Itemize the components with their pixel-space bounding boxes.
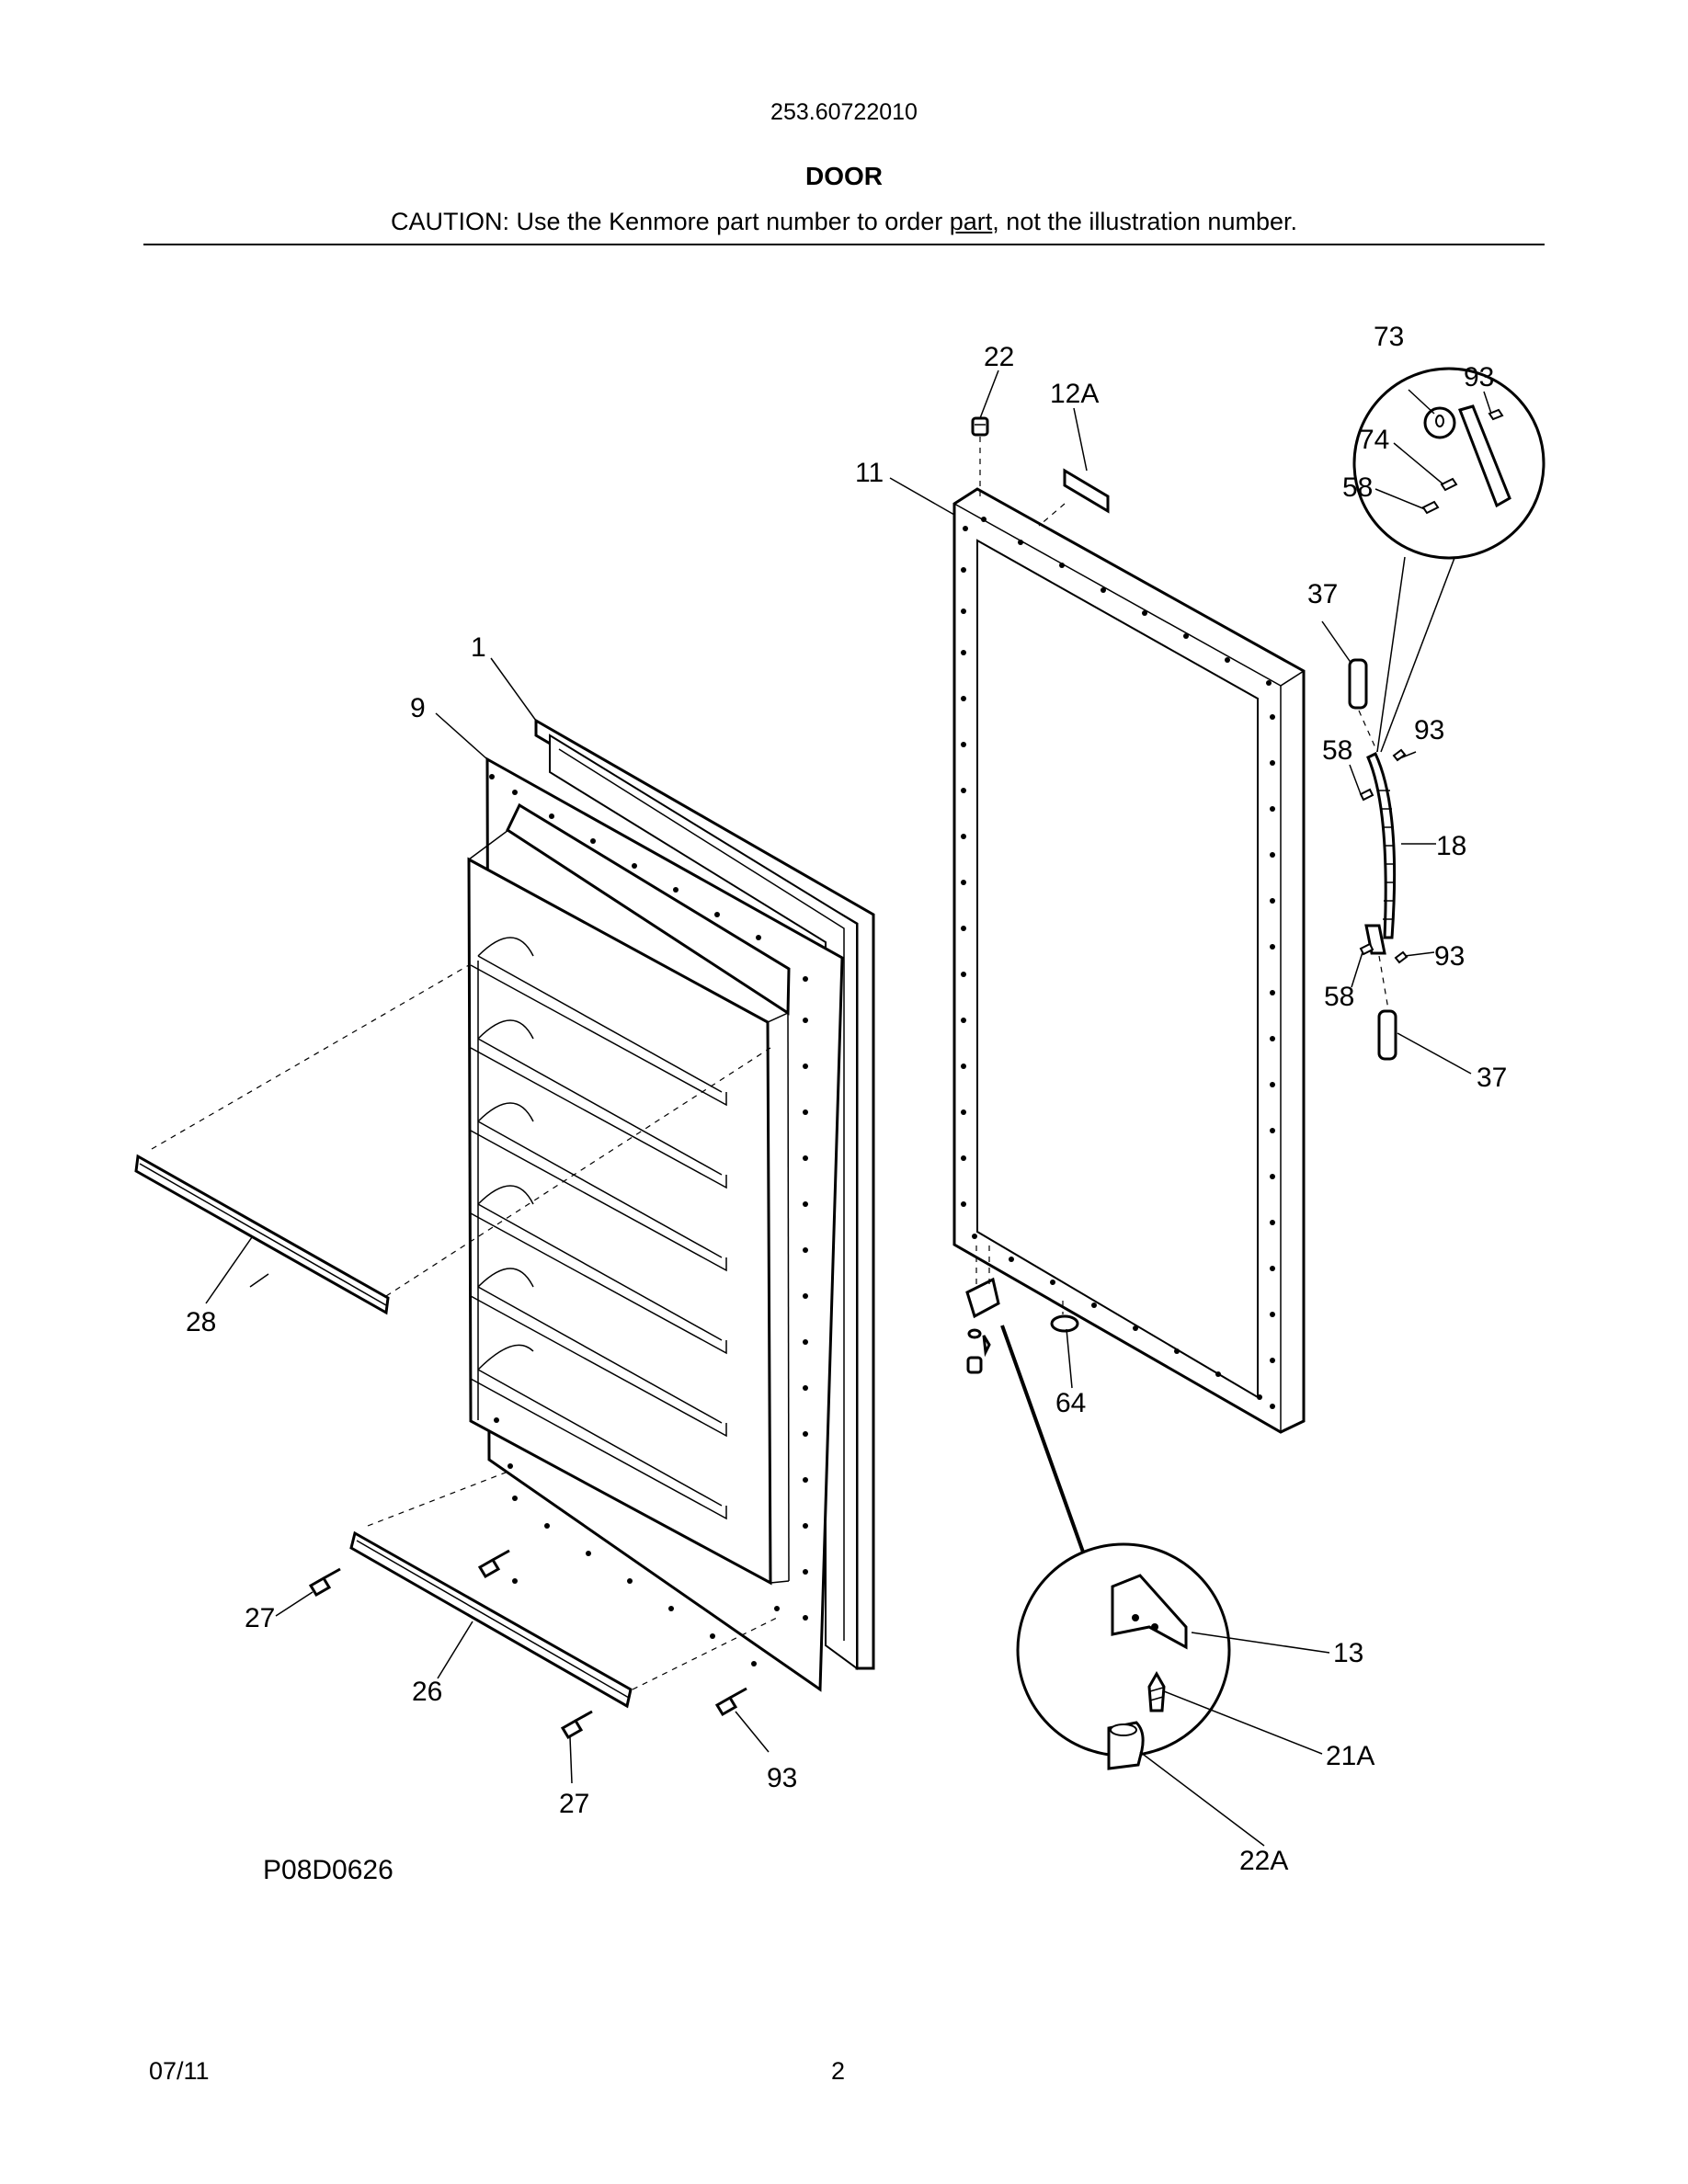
- callout-9: 9: [410, 693, 426, 723]
- top-hinge-detail-circle: [1352, 367, 1545, 753]
- caution-part-link: part: [949, 208, 993, 235]
- callout-26: 26: [412, 1677, 442, 1707]
- handle-assembly: [1348, 658, 1409, 1061]
- bottom-hinge-detail-circle: [1016, 1542, 1231, 1770]
- callout-27-bottom: 27: [559, 1789, 589, 1819]
- door-gasket: [534, 718, 875, 1670]
- callout-28: 28: [186, 1307, 216, 1337]
- callout-37-bottom: 37: [1477, 1063, 1507, 1093]
- footer-date: 07/11: [149, 2057, 210, 2085]
- callout-labels: 1 9 11 22 12A 73 93 74 58 37 93 58 18 93…: [186, 322, 1507, 1885]
- drawing-id: P08D0626: [263, 1855, 393, 1885]
- callout-64: 64: [1055, 1388, 1086, 1418]
- page-number: 2: [831, 2057, 846, 2085]
- caution-text: CAUTION: Use the Kenmore part number to …: [0, 208, 1688, 236]
- lower-hinge-parts: [965, 1246, 1087, 1558]
- bottom-rail-26: [349, 1470, 778, 1709]
- shelf-rail-28: [134, 964, 771, 1315]
- callout-22a: 22A: [1239, 1846, 1288, 1876]
- callout-12a: 12A: [1050, 379, 1099, 409]
- callout-13: 13: [1333, 1638, 1363, 1668]
- callout-73: 73: [1374, 322, 1404, 352]
- leader-lines: [205, 370, 1492, 1847]
- header-divider: [143, 244, 1545, 245]
- callout-93-bottom: 93: [767, 1763, 797, 1793]
- model-number: 253.60722010: [770, 99, 918, 125]
- caution-text-end: , not the illustration number.: [992, 208, 1297, 235]
- callout-27-left: 27: [245, 1603, 275, 1633]
- panel-screw-holes: [961, 517, 1275, 1409]
- liner-shelves: [470, 937, 727, 1520]
- callout-58-lower: 58: [1324, 982, 1354, 1012]
- callout-22: 22: [984, 342, 1014, 372]
- callout-37-top: 37: [1307, 579, 1338, 609]
- callout-11: 11: [855, 458, 884, 488]
- callout-74: 74: [1359, 425, 1389, 455]
- screws-27-93: [308, 1549, 747, 1740]
- door-liner: [467, 756, 844, 1692]
- callout-58-top: 58: [1342, 472, 1373, 503]
- plug-22: [971, 416, 989, 496]
- callout-58-upper: 58: [1322, 735, 1352, 766]
- callout-18: 18: [1436, 831, 1466, 861]
- callout-1: 1: [471, 632, 486, 663]
- callout-93-lower: 93: [1434, 941, 1465, 972]
- callout-21a: 21A: [1326, 1741, 1374, 1771]
- section-title: DOOR: [805, 162, 883, 190]
- callout-93-top: 93: [1464, 362, 1494, 392]
- outer-door-panel: [952, 487, 1306, 1434]
- callout-93-upper: 93: [1414, 715, 1444, 745]
- liner-screw-holes: [489, 774, 808, 1666]
- caution-text-start: CAUTION: Use the Kenmore part number to …: [391, 208, 950, 235]
- label-12a: [1038, 468, 1110, 527]
